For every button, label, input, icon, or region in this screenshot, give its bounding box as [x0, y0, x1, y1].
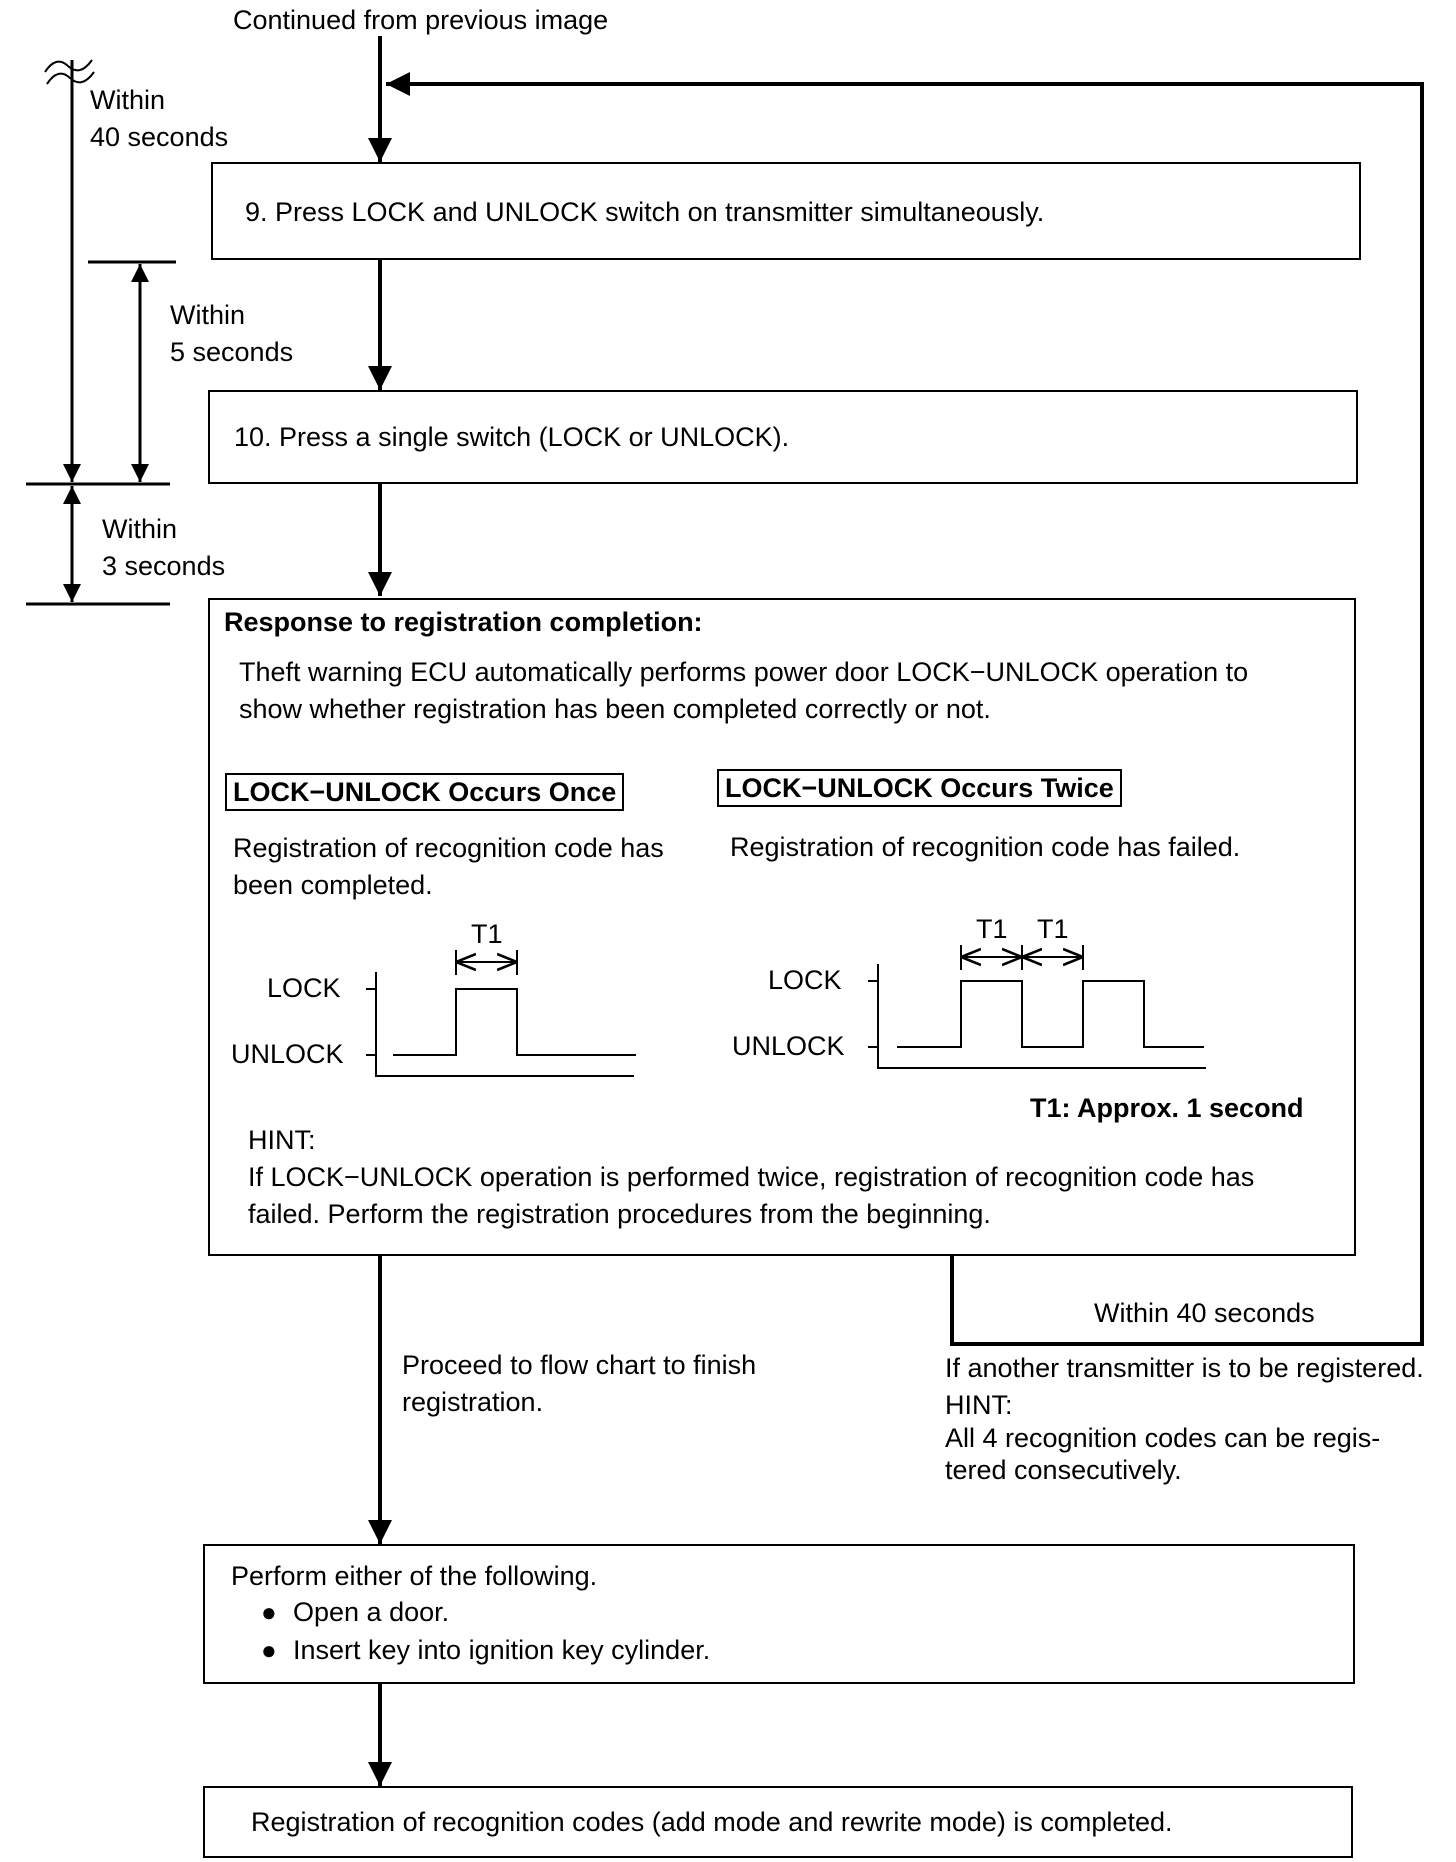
response-box: Response to registration completion: The… — [208, 598, 1356, 1256]
twice-lock-label: LOCK — [768, 965, 842, 995]
response-desc-line1: Theft warning ECU automatically performs… — [239, 657, 1249, 687]
loop-line — [386, 72, 1424, 1346]
twice-label: LOCK−UNLOCK Occurs Twice — [717, 769, 1122, 807]
once-unlock-label: UNLOCK — [231, 1039, 344, 1069]
response-hint-line1: If LOCK−UNLOCK operation is performed tw… — [248, 1162, 1255, 1192]
break-mark-icon — [44, 59, 95, 85]
proceed-line2: registration. — [402, 1387, 544, 1417]
waveform-once-axis — [375, 972, 634, 1077]
once-t1-label: T1 — [471, 919, 503, 949]
finish-title: Perform either of the following. — [231, 1561, 598, 1591]
finish-item-insert-key: Insert key into ignition key cylinder. — [261, 1632, 710, 1669]
proceed-line1: Proceed to flow chart to finish — [402, 1350, 757, 1380]
waveform-twice-axis — [877, 964, 1206, 1069]
final-box: Registration of recognition codes (add m… — [203, 1786, 1353, 1858]
response-hint-label: HINT: — [248, 1125, 316, 1155]
step-9-text: 9. Press LOCK and UNLOCK switch on trans… — [245, 197, 1045, 227]
loop-hint-line1: All 4 recognition codes can be regis- — [945, 1423, 1381, 1453]
twice-t1a-label: T1 — [976, 914, 1008, 944]
finish-box: Perform either of the following. Open a … — [203, 1544, 1355, 1684]
loop-another-transmitter: If another transmitter is to be register… — [945, 1353, 1424, 1383]
timing-40-line2: 40 seconds — [90, 122, 229, 152]
step-10-text: 10. Press a single switch (LOCK or UNLOC… — [234, 422, 790, 452]
final-text: Registration of recognition codes (add m… — [251, 1807, 1173, 1837]
step-9-box: 9. Press LOCK and UNLOCK switch on trans… — [211, 162, 1361, 260]
once-text-line2: been completed. — [233, 870, 433, 900]
response-desc-line2: show whether registration has been compl… — [239, 694, 991, 724]
twice-t1b-label: T1 — [1037, 914, 1069, 944]
twice-unlock-label: UNLOCK — [732, 1031, 845, 1061]
response-title: Response to registration completion: — [224, 607, 703, 637]
loop-within-40: Within 40 seconds — [1094, 1298, 1315, 1328]
waveform-once-signal — [393, 988, 636, 1056]
finish-item-open-door: Open a door. — [261, 1594, 449, 1631]
waveform-twice-signal — [897, 980, 1204, 1048]
loop-hint-label: HINT: — [945, 1390, 1013, 1420]
once-text-line1: Registration of recognition code has — [233, 833, 664, 863]
timing-3-line1: Within — [102, 514, 178, 544]
timing-3-line2: 3 seconds — [102, 551, 226, 581]
step-10-box: 10. Press a single switch (LOCK or UNLOC… — [208, 390, 1358, 484]
twice-text: Registration of recognition code has fai… — [730, 832, 1241, 862]
timing-5-line2: 5 seconds — [170, 337, 294, 367]
continued-label: Continued from previous image — [233, 5, 609, 35]
response-hint-line2: failed. Perform the registration procedu… — [248, 1199, 991, 1229]
loop-hint-line2: tered consecutively. — [945, 1455, 1182, 1485]
timing-40-line1: Within — [90, 85, 166, 115]
once-lock-label: LOCK — [267, 973, 341, 1003]
t1-note: T1: Approx. 1 second — [1030, 1093, 1304, 1123]
once-label: LOCK−UNLOCK Occurs Once — [225, 773, 625, 811]
timing-5-line1: Within — [170, 300, 246, 330]
